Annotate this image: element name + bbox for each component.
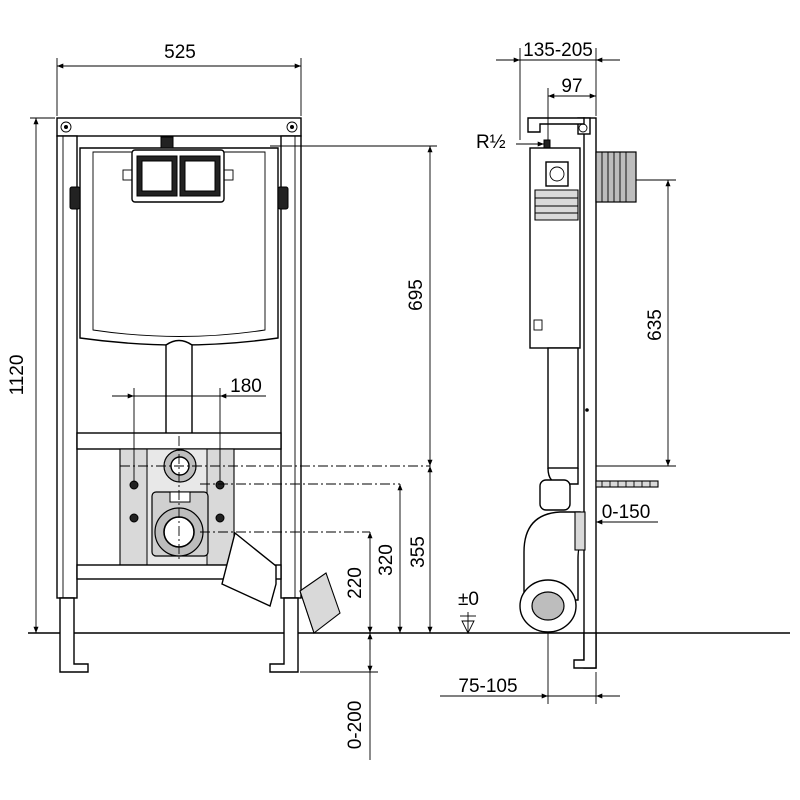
dim-355: 355 <box>408 536 429 568</box>
side-dimensions: 135-205 97 R½ 635 0-150 ±0 75-105 <box>440 40 676 704</box>
drain-elbow <box>299 572 341 634</box>
frame-top-bar <box>56 117 302 137</box>
front-dimensions: 525 1120 695 180 355 320 220 0-200 <box>7 42 437 760</box>
dim-695: 695 <box>406 279 427 311</box>
dim-1120: 1120 <box>7 355 28 396</box>
side-inlet-fitting <box>595 151 637 203</box>
right-foot <box>269 597 299 673</box>
dim-320: 320 <box>376 544 397 576</box>
dim-0-150: 0-150 <box>602 502 651 523</box>
label-floor-zero: ±0 <box>458 589 479 610</box>
side-flush-pipe <box>547 347 579 469</box>
dim-135-205: 135-205 <box>523 40 593 61</box>
dim-525: 525 <box>164 42 196 63</box>
dim-220: 220 <box>345 567 366 599</box>
side-foot <box>573 632 597 669</box>
left-foot <box>59 597 89 673</box>
side-view <box>519 117 659 669</box>
label-thread: R½ <box>476 132 506 153</box>
dim-75-105: 75-105 <box>458 676 517 697</box>
dim-180: 180 <box>230 376 262 397</box>
drain-pipe <box>221 531 277 607</box>
dim-0-200: 0-200 <box>345 701 366 750</box>
front-view <box>56 117 430 673</box>
side-post <box>583 117 597 669</box>
dim-635: 635 <box>645 309 666 341</box>
dim-97: 97 <box>561 76 582 97</box>
